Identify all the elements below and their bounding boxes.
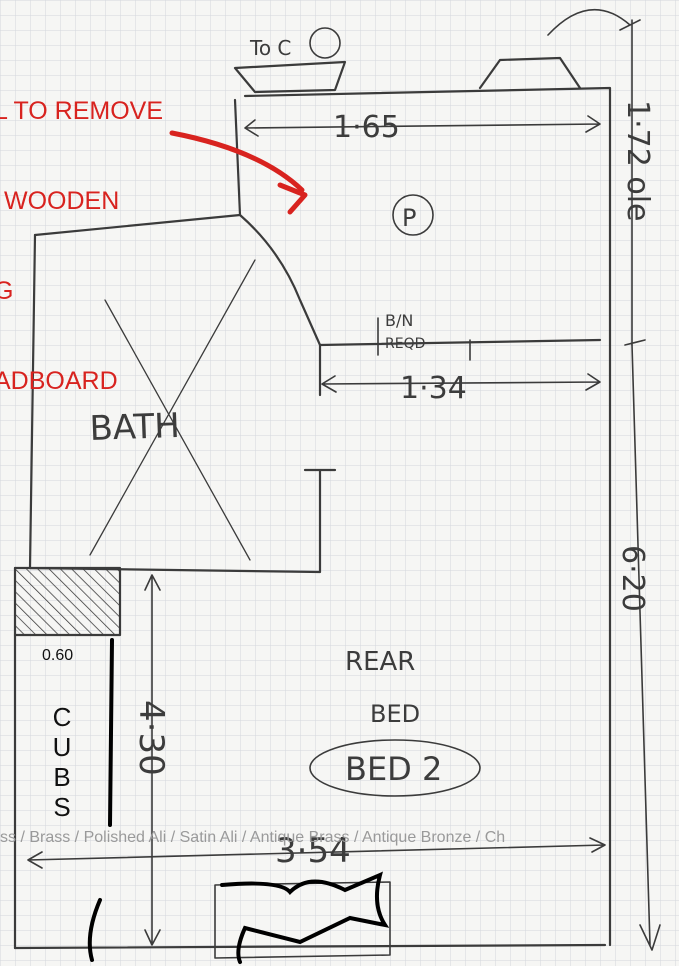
label-bn-reqd: REQD xyxy=(385,336,425,352)
label-dim-6-20: 6·20 xyxy=(615,545,650,612)
label-dim-3-54: 3·54 xyxy=(275,831,351,871)
cubs-bracket-line xyxy=(87,638,114,962)
top-arc xyxy=(547,8,631,36)
finish-options-strip: ss / Brass / Polished Ali / Satin Ali / … xyxy=(0,829,506,846)
label-bed: BED xyxy=(370,700,420,728)
top-window-right xyxy=(478,56,582,90)
dim-line-top xyxy=(244,115,601,137)
dim-line-right-lower xyxy=(631,344,661,951)
cupboard-hatching xyxy=(16,569,119,634)
label-to-c: To C xyxy=(249,36,291,60)
label-dim-1-72: 1·72 ole xyxy=(620,100,655,221)
cubs-letter-b: B xyxy=(53,762,71,792)
bn-partition xyxy=(318,338,602,347)
cubs-letter-u: U xyxy=(52,732,72,762)
cupboard-box xyxy=(13,566,122,637)
bath-cross xyxy=(89,259,256,561)
bottom-scribble xyxy=(220,871,390,964)
dim-line-left xyxy=(144,574,161,946)
label-room-p: P xyxy=(402,204,416,232)
dim-line-mid xyxy=(321,373,601,393)
cubs-letter-s: S xyxy=(53,792,71,822)
label-dim-1-34: 1·34 xyxy=(400,371,467,406)
bathroom-wall xyxy=(28,233,337,574)
dim-line-bottom xyxy=(27,837,606,869)
outer-wall-bottom xyxy=(13,943,607,950)
bn-tick-marks xyxy=(377,317,471,361)
c-circle xyxy=(309,27,341,59)
red-arrow-head xyxy=(277,182,308,215)
label-dim-4-30: 4·30 xyxy=(131,700,171,776)
cubs-label: C U B S xyxy=(50,702,74,822)
cubs-letter-c: C xyxy=(52,702,72,732)
bed-2-ellipse xyxy=(309,739,481,797)
label-bn: B/N xyxy=(385,311,413,330)
top-window-left xyxy=(233,60,347,94)
red-arrow-shaft xyxy=(169,130,305,193)
room-p-circle xyxy=(392,194,434,236)
outer-wall-top-right xyxy=(243,86,612,947)
label-rear: REAR xyxy=(345,647,415,677)
label-bath: BATH xyxy=(89,406,181,449)
label-dim-1-65: 1·65 xyxy=(333,110,400,145)
cubs-size-label: 0.60 xyxy=(42,647,74,664)
label-bed-2: BED 2 xyxy=(345,750,442,788)
bathroom-upper-wall xyxy=(33,98,322,397)
